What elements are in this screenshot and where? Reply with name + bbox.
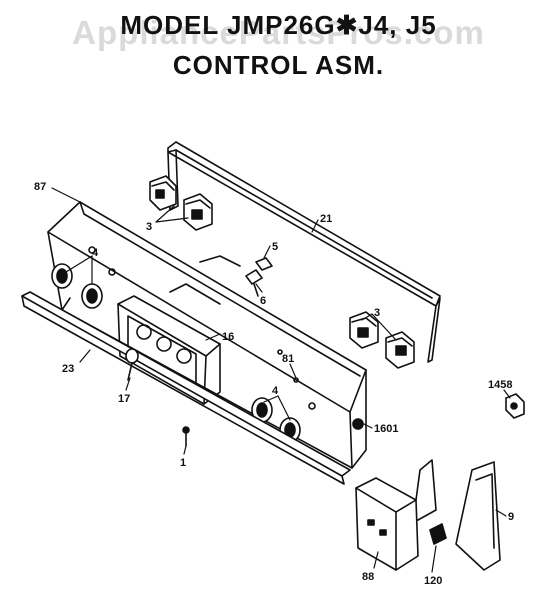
callout-23: 23 bbox=[62, 363, 74, 375]
callout-1601: 1601 bbox=[374, 423, 398, 435]
callout-120: 120 bbox=[424, 575, 442, 587]
knob-left-top bbox=[51, 263, 73, 289]
relay-bracket bbox=[355, 459, 437, 571]
callout-87: 87 bbox=[34, 181, 46, 193]
grommet bbox=[352, 418, 364, 430]
callout-3-right: 3 bbox=[374, 307, 380, 319]
callout-16: 16 bbox=[222, 331, 234, 343]
diagram-subtitle: CONTROL ASM. bbox=[172, 50, 385, 80]
callout-3-upper: 3 bbox=[146, 221, 152, 233]
knob-left-bottom bbox=[81, 283, 103, 309]
diagram-title: MODEL JMP26G✱J4, J5 bbox=[120, 10, 437, 40]
screw bbox=[182, 426, 190, 447]
callout-21: 21 bbox=[320, 213, 332, 225]
callout-17: 17 bbox=[118, 393, 130, 405]
callout-81: 81 bbox=[282, 353, 294, 365]
trim-strip bbox=[21, 291, 351, 485]
watermark: AppliancePartsPros.com bbox=[72, 14, 485, 51]
rear-bracket bbox=[167, 141, 441, 363]
infinite-switch-upper-mid bbox=[183, 193, 213, 231]
side-cover bbox=[455, 461, 501, 571]
callout-1458: 1458 bbox=[488, 379, 512, 391]
callout-1: 1 bbox=[180, 457, 186, 469]
callout-9: 9 bbox=[508, 511, 514, 523]
timer-module bbox=[117, 283, 221, 405]
callout-labels: 87 3 21 5 6 4 16 3 23 17 81 4 1458 1601 … bbox=[34, 181, 514, 587]
callout-4-lower: 4 bbox=[272, 385, 279, 397]
callout-5: 5 bbox=[272, 241, 278, 253]
push-button bbox=[125, 348, 139, 381]
connector-plug bbox=[505, 393, 525, 419]
clip-part bbox=[245, 257, 273, 297]
leader-lines bbox=[51, 187, 511, 573]
infinite-switch-right-1 bbox=[349, 311, 379, 349]
spring-clip bbox=[429, 523, 447, 545]
infinite-switch-upper-left bbox=[149, 175, 177, 211]
callout-4-upper: 4 bbox=[92, 247, 99, 259]
callout-88: 88 bbox=[362, 571, 374, 583]
callout-6: 6 bbox=[260, 295, 266, 307]
infinite-switch-right-2 bbox=[385, 331, 415, 369]
